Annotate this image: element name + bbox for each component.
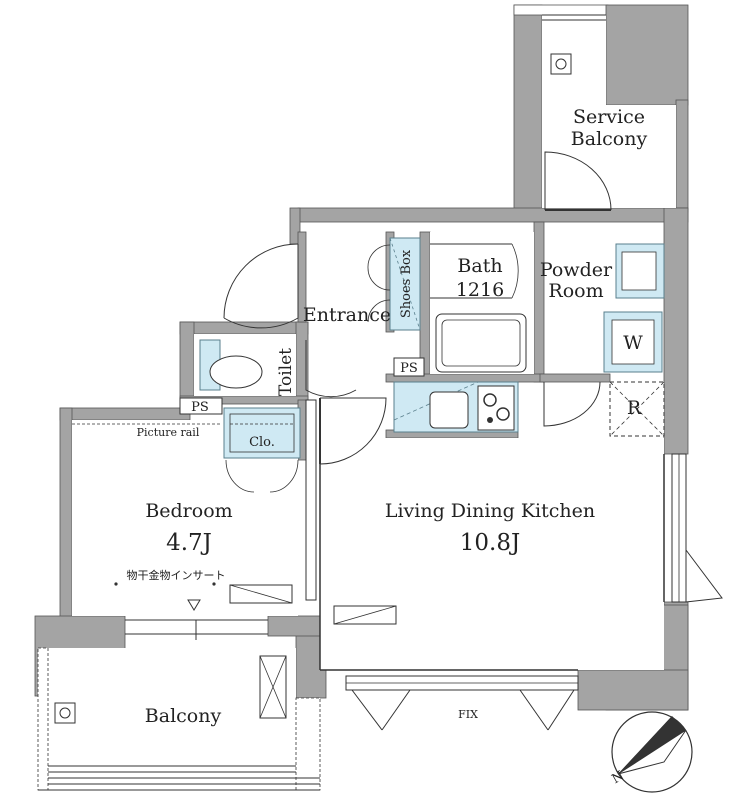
wall-bottom-right xyxy=(577,669,689,711)
powder-door-swing xyxy=(543,381,601,427)
balcony-label: Balcony xyxy=(145,705,222,727)
kitchen xyxy=(393,381,519,433)
wall-bed-bottom-right-block xyxy=(267,615,327,637)
fix-label: FIX xyxy=(458,708,478,721)
refrigerator-label: R xyxy=(627,397,642,419)
north-arrow-icon: N xyxy=(610,711,693,793)
ldk-label: Living Dining Kitchen xyxy=(385,500,595,522)
wall-sb-right-block xyxy=(605,4,689,106)
wall-sb-left xyxy=(513,4,543,222)
wall-bed-top xyxy=(59,407,191,421)
entrance-label: Entrance xyxy=(303,304,391,326)
service-balcony-label-1: Service xyxy=(573,106,645,128)
wall-toilet-top xyxy=(179,321,309,335)
stove-icon xyxy=(477,385,515,431)
powder-label-2: Room xyxy=(548,280,603,302)
service-balcony: Service Balcony xyxy=(542,14,676,211)
drain-icon xyxy=(550,53,572,75)
bath: Bath 1216 xyxy=(430,232,534,374)
ps-left-box xyxy=(179,397,223,415)
kitchen-sink xyxy=(429,391,469,429)
bath-label-2: 1216 xyxy=(456,279,504,301)
balcony-floor xyxy=(38,648,296,766)
triangle-marker-icon xyxy=(187,599,201,611)
powder-label-1: Powder xyxy=(540,259,613,281)
closet-box xyxy=(223,407,301,459)
ldk-area-label: 10.8J xyxy=(460,530,520,556)
ps-top-box xyxy=(393,357,425,377)
washer-label: W xyxy=(623,332,643,354)
wall-powder-bottom xyxy=(539,373,611,383)
powder-room: Powder Room W R xyxy=(540,243,665,437)
entrance: Entrance Shoes Box PS xyxy=(223,237,425,398)
entrance-door-swing xyxy=(223,244,299,329)
toilet-door-swing xyxy=(305,340,357,398)
shoes-box-label: Shoes Box xyxy=(399,249,414,318)
bedroom-label: Bedroom xyxy=(145,500,232,522)
bedroom: Picture rail Clo. Bedroom 4.7J 物干金物インサート xyxy=(72,407,301,640)
ldk-floor xyxy=(320,438,664,670)
balcony-drain-icon xyxy=(54,702,76,724)
wall-bed-left xyxy=(59,407,73,619)
toilet: Toilet PS xyxy=(179,334,296,415)
ps-top-label: PS xyxy=(400,361,418,376)
wall-top-main xyxy=(297,207,689,223)
wall-right xyxy=(663,207,689,455)
wall-toilet-left xyxy=(179,321,195,399)
drying-insert-label: 物干金物インサート xyxy=(127,568,226,582)
balcony: Balcony xyxy=(37,647,321,791)
service-door-swing xyxy=(544,151,612,211)
wall-sb-top xyxy=(513,4,609,16)
ps-left-label: PS xyxy=(191,400,209,415)
service-balcony-label-2: Balcony xyxy=(571,128,648,150)
wall-sb-right xyxy=(675,99,689,213)
picture-rail-label: Picture rail xyxy=(137,426,200,439)
bedroom-area-label: 4.7J xyxy=(166,530,212,556)
wall-bath-right xyxy=(533,221,545,383)
service-balcony-floor xyxy=(542,15,606,208)
toilet-label: Toilet xyxy=(276,348,296,396)
ldk-door-swing xyxy=(319,397,387,465)
closet-label: Clo. xyxy=(249,435,275,450)
bathtub xyxy=(435,313,527,373)
toilet-bowl xyxy=(209,355,263,389)
service-balcony-floor-right xyxy=(606,105,676,208)
ldk: Living Dining Kitchen 10.8J FIX xyxy=(305,397,723,731)
bath-label-1: Bath xyxy=(457,255,502,277)
